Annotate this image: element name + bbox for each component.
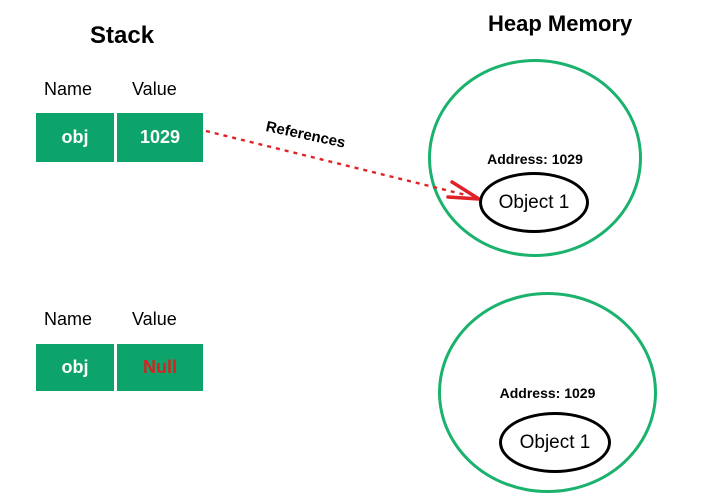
address-label-bottom: Address: 1029 [499, 385, 596, 401]
stack-table-bottom-row: obj Null [36, 344, 203, 391]
object-label: Object 1 [519, 431, 591, 453]
null-value-text: Null [143, 357, 177, 377]
stack-title: Stack [90, 22, 155, 49]
variable-name-cell: obj [36, 344, 114, 391]
stack-table-top-headers: Name Value [44, 80, 177, 98]
object-label: Object 1 [498, 191, 570, 213]
name-header: Name [44, 309, 93, 329]
address-label-top: Address: 1029 [487, 151, 583, 167]
reference-label: References [264, 118, 347, 152]
variable-value-cell: 1029 [117, 113, 203, 162]
heap-title: Heap Memory [488, 11, 633, 36]
name-header: Name [44, 79, 93, 99]
value-header: Value [132, 79, 177, 99]
stack-table-bottom-headers: Name Value [44, 310, 177, 328]
variable-name-cell: obj [36, 113, 114, 162]
heap-circle-bottom [438, 292, 657, 493]
stack-table-top-row: obj 1029 [36, 113, 203, 162]
variable-value-cell: Null [117, 344, 203, 391]
object-ellipse-bottom: Object 1 [499, 412, 611, 473]
object-ellipse-top: Object 1 [479, 172, 589, 233]
value-header: Value [132, 309, 177, 329]
